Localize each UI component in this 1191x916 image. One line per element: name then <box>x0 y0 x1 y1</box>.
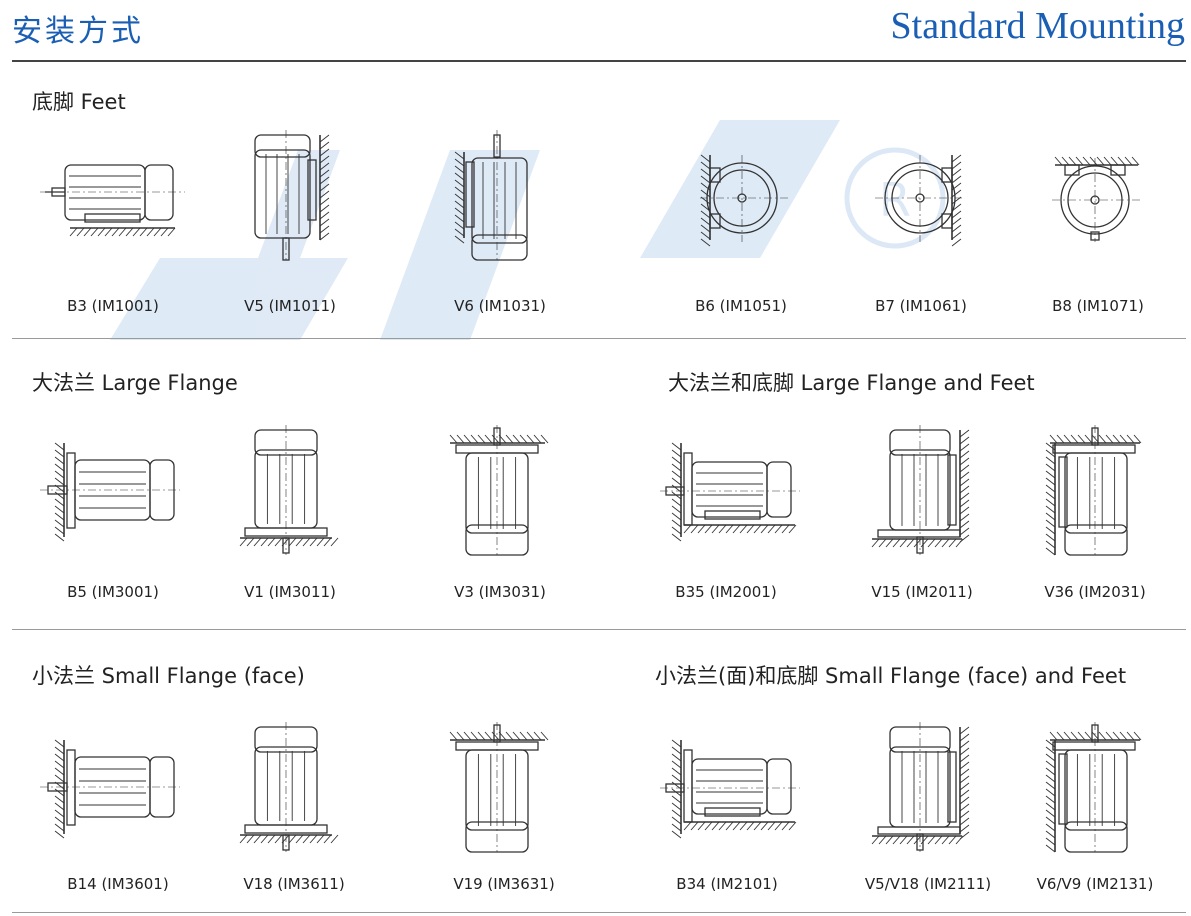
caption-v5: V5 (IM1011) <box>244 297 336 315</box>
caption-b34: B34 (IM2101) <box>676 875 778 893</box>
section-divider <box>12 629 1186 630</box>
caption-v6: V6 (IM1031) <box>454 297 546 315</box>
motor-drawing <box>700 154 788 247</box>
diagram-v6-v9 <box>1045 722 1191 857</box>
section-title-large-flange-feet: 大法兰和底脚 Large Flange and Feet <box>668 371 1035 395</box>
motor-drawing <box>449 722 549 853</box>
diagram-b5 <box>40 425 190 560</box>
diagram-v15 <box>870 425 1020 560</box>
motor-drawing <box>40 164 185 237</box>
caption-b5: B5 (IM3001) <box>67 583 159 601</box>
motor-drawing <box>239 722 339 852</box>
caption-b7: B7 (IM1061) <box>875 297 967 315</box>
motor-drawing <box>454 130 528 261</box>
diagram-b34 <box>660 722 810 857</box>
caption-v5-v18: V5/V18 (IM2111) <box>864 875 992 893</box>
caption-b8: B8 (IM1071) <box>1052 297 1144 315</box>
diagram-v3 <box>449 425 600 560</box>
diagram-b6 <box>690 150 840 285</box>
section-title-large-flange: 大法兰 Large Flange <box>32 371 238 395</box>
diagram-b3 <box>40 130 190 265</box>
page-title-cn: 安装方式 <box>12 14 144 49</box>
diagram-v5 <box>240 130 390 265</box>
motor-drawing <box>449 425 549 556</box>
diagram-b35 <box>660 425 810 560</box>
motor-drawing <box>40 442 180 542</box>
section-title-small-flange-feet: 小法兰(面)和底脚 Small Flange (face) and Feet <box>655 664 1127 688</box>
diagram-b7 <box>870 150 1020 285</box>
motor-drawing <box>40 739 180 839</box>
caption-v15: V15 (IM2011) <box>871 583 973 601</box>
diagram-v1 <box>239 425 390 560</box>
motor-drawing <box>875 154 962 247</box>
diagram-v18 <box>239 722 390 857</box>
diagram-v19 <box>449 722 600 857</box>
motor-drawing <box>1045 722 1142 853</box>
caption-v18: V18 (IM3611) <box>243 875 345 893</box>
motor-drawing <box>660 442 800 542</box>
diagram-v5-v18 <box>870 722 1020 857</box>
section-title-small-flange: 小法兰 Small Flange (face) <box>32 664 305 688</box>
caption-b35: B35 (IM2001) <box>675 583 777 601</box>
motor-drawing <box>1045 425 1142 556</box>
motor-drawing <box>871 425 970 555</box>
section-title-feet: 底脚 Feet <box>32 90 126 114</box>
diagram-b14 <box>40 722 190 857</box>
header-rule <box>12 60 1186 62</box>
section-divider <box>12 338 1186 339</box>
section-divider <box>12 912 1186 913</box>
caption-v3: V3 (IM3031) <box>454 583 546 601</box>
caption-v36: V36 (IM2031) <box>1044 583 1146 601</box>
motor-drawing <box>871 722 970 852</box>
diagram-v36 <box>1045 425 1191 560</box>
diagram-b8 <box>1050 150 1191 285</box>
motor-drawing <box>660 739 800 839</box>
diagram-v6 <box>450 130 600 265</box>
caption-b3: B3 (IM1001) <box>67 297 159 315</box>
caption-b14: B14 (IM3601) <box>67 875 169 893</box>
motor-drawing <box>1052 156 1142 242</box>
caption-b6: B6 (IM1051) <box>695 297 787 315</box>
page-title-en: Standard Mounting <box>890 5 1185 47</box>
caption-v19: V19 (IM3631) <box>453 875 555 893</box>
caption-v1: V1 (IM3011) <box>244 583 336 601</box>
caption-v6-v9: V6/V9 (IM2131) <box>1036 875 1154 893</box>
motor-drawing <box>239 425 339 555</box>
motor-drawing <box>254 130 330 261</box>
